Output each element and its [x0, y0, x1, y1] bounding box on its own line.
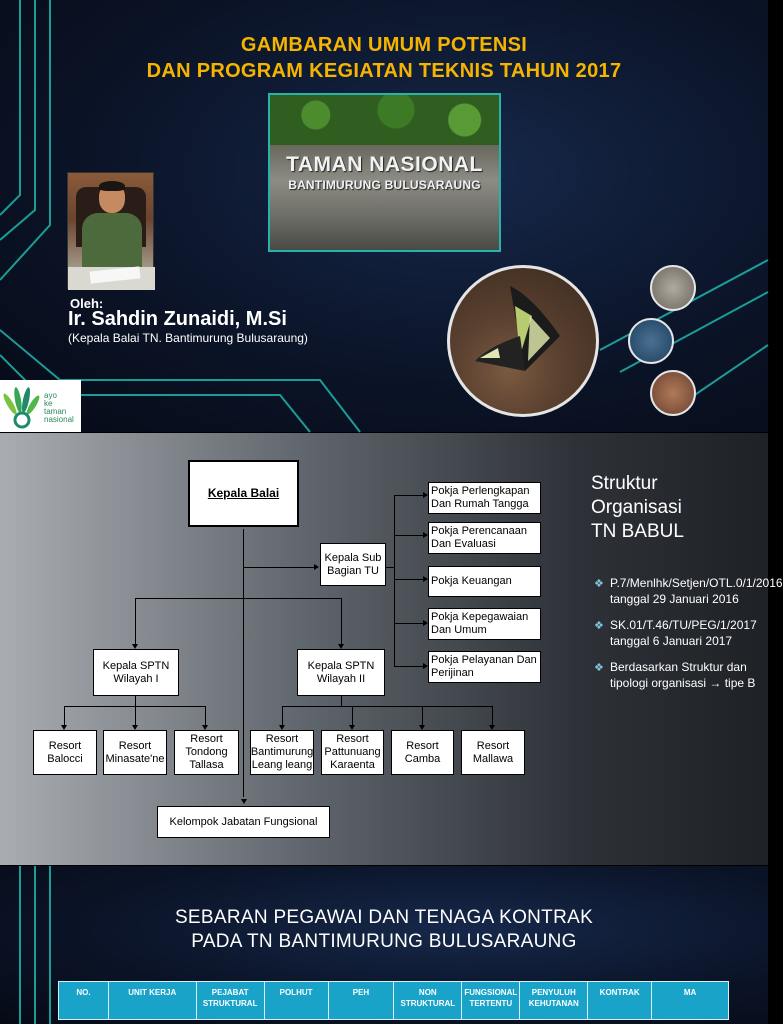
- structure-title: Struktur Organisasi TN BABUL: [591, 473, 684, 542]
- connector: [394, 495, 395, 667]
- wildlife-photo-3: [650, 370, 696, 416]
- title-line-1: GAMBARAN UMUM POTENSI: [240, 34, 528, 56]
- box-resort: Resort Minasate'ne: [103, 730, 167, 775]
- speaker-name: Ir. Sahdin Zunaidi, M.Si: [68, 308, 287, 330]
- connector: [135, 696, 136, 706]
- connector: [282, 706, 283, 726]
- connector: [394, 495, 424, 496]
- connector: [386, 567, 394, 568]
- column-header: KONTRAK: [587, 981, 653, 1020]
- column-header: NO.: [58, 981, 109, 1020]
- arrow-right-icon: [423, 532, 428, 538]
- box-pokja: Pokja Pelayanan Dan Perijinan: [428, 651, 541, 683]
- box-resort: Resort Mallawa: [461, 730, 525, 775]
- box-resort: Resort Pattunuang Karaenta: [321, 730, 384, 775]
- box-pokja: Pokja Perencanaan Dan Evaluasi: [428, 522, 541, 554]
- box-pokja: Pokja Kepegawaian Dan Umum: [428, 608, 541, 640]
- arrow-down-icon: [349, 725, 355, 730]
- arrow-down-icon: [338, 644, 344, 649]
- diamond-bullet-icon: ❖: [594, 662, 604, 674]
- wildlife-photo-2: [628, 318, 674, 364]
- column-header: PENYULUH KEHUTANAN: [519, 981, 589, 1020]
- arrow-down-icon: [241, 799, 247, 804]
- diamond-bullet-icon: ❖: [594, 620, 604, 632]
- connector: [135, 598, 342, 599]
- connector: [394, 579, 424, 580]
- column-header: FUNGSIONAL TERTENTU: [461, 981, 521, 1020]
- arrow-right-icon: [423, 492, 428, 498]
- connector: [282, 706, 493, 707]
- connector: [243, 567, 315, 568]
- slide-staff-distribution: SEBARAN PEGAWAI DAN TENAGA KONTRAK PADA …: [0, 866, 768, 1024]
- slide-org-structure: Kepala Balai Kepala Sub Bagian TU Pokja …: [0, 433, 783, 865]
- arrow-right-icon: [314, 564, 319, 570]
- column-header: MA: [651, 981, 729, 1020]
- column-header: POLHUT: [263, 981, 329, 1020]
- arrow-down-icon: [132, 725, 138, 730]
- box-resort: Resort Tondong Tallasa: [174, 730, 239, 775]
- legal-basis-list: ❖P.7/Menlhk/Setjen/OTL.0/1/2016 tanggal …: [594, 575, 783, 701]
- ayo-ke-taman-nasional-logo: ayo ke taman nasional: [0, 380, 81, 432]
- arrow-right-icon: [423, 620, 428, 626]
- connector: [352, 706, 353, 726]
- arrow-down-icon: [279, 725, 285, 730]
- list-item: ❖Berdasarkan Struktur dan tipologi organ…: [594, 660, 756, 690]
- wildlife-photo-1: [650, 265, 696, 311]
- connector: [64, 706, 65, 726]
- connector: [341, 696, 342, 706]
- box-resort: Resort Balocci: [33, 730, 97, 775]
- arrow-down-icon: [202, 725, 208, 730]
- speaker-role: (Kepala Balai TN. Bantimurung Bulusaraun…: [68, 331, 308, 345]
- box-resort: Resort Bantimurung Leang leang: [250, 730, 314, 775]
- table-header-row: NO. UNIT KERJA PEJABAT STRUKTURAL POLHUT…: [58, 981, 729, 1020]
- list-item: ❖SK.01/T.46/TU/PEG/1/2017 tanggal 6 Janu…: [594, 618, 757, 648]
- box-resort: Resort Camba: [391, 730, 454, 775]
- arrow-down-icon: [132, 644, 138, 649]
- box-sptn-wilayah-1: Kepala SPTN Wilayah I: [93, 649, 179, 696]
- list-item: ❖P.7/Menlhk/Setjen/OTL.0/1/2016 tanggal …: [594, 576, 783, 606]
- connector: [394, 535, 424, 536]
- diamond-bullet-icon: ❖: [594, 578, 604, 590]
- box-pokja: Pokja Keuangan: [428, 566, 541, 597]
- connector: [243, 529, 244, 797]
- speaker-photo: [67, 172, 155, 290]
- column-header: PEJABAT STRUKTURAL: [195, 981, 265, 1020]
- connector: [135, 706, 136, 726]
- arrow-down-icon: [489, 725, 495, 730]
- box-kepala-sub-bagian-tu: Kepala Sub Bagian TU: [320, 543, 386, 586]
- title-line-2: DAN PROGRAM KEGIATAN TEKNIS TAHUN 2017: [146, 60, 622, 82]
- box-kelompok-jabatan-fungsional: Kelompok Jabatan Fungsional: [157, 806, 330, 838]
- leaf-logo-icon: [3, 387, 40, 429]
- logo-text: ayo ke taman nasional: [44, 391, 74, 424]
- connector: [492, 706, 493, 726]
- arrow-down-icon: [61, 725, 67, 730]
- slide-title: GAMBARAN UMUM POTENSI DAN PROGRAM KEGIAT…: [0, 0, 769, 433]
- column-header: PEH: [327, 981, 395, 1020]
- slide-title-text: GAMBARAN UMUM POTENSI DAN PROGRAM KEGIAT…: [0, 32, 768, 84]
- connector: [394, 623, 424, 624]
- staff-slide-title: SEBARAN PEGAWAI DAN TENAGA KONTRAK PADA …: [174, 907, 594, 952]
- box-pokja: Pokja Perlengkapan Dan Rumah Tangga: [428, 482, 541, 514]
- box-sptn-wilayah-2: Kepala SPTN Wilayah II: [297, 649, 385, 696]
- staff-table: NO. UNIT KERJA PEJABAT STRUKTURAL POLHUT…: [58, 981, 729, 1020]
- box-kepala-balai: Kepala Balai: [188, 460, 299, 527]
- arrow-down-icon: [419, 725, 425, 730]
- park-sign-line-1: TAMAN NASIONAL: [286, 153, 483, 176]
- connector: [341, 598, 342, 645]
- by-label: Oleh:: [70, 296, 104, 311]
- column-header: UNIT KERJA: [107, 981, 197, 1020]
- arrow-right-icon: [423, 576, 428, 582]
- connector: [135, 598, 136, 645]
- connector: [422, 706, 423, 726]
- connector: [394, 666, 424, 667]
- connector: [205, 706, 206, 726]
- park-sign-line-2: BANTIMURUNG BULUSARAUNG: [288, 178, 481, 192]
- butterfly-photo: [447, 265, 599, 417]
- park-sign-photo: TAMAN NASIONAL BANTIMURUNG BULUSARAUNG: [268, 93, 501, 252]
- column-header: NON STRUKTURAL: [393, 981, 463, 1020]
- arrow-right-icon: [423, 663, 428, 669]
